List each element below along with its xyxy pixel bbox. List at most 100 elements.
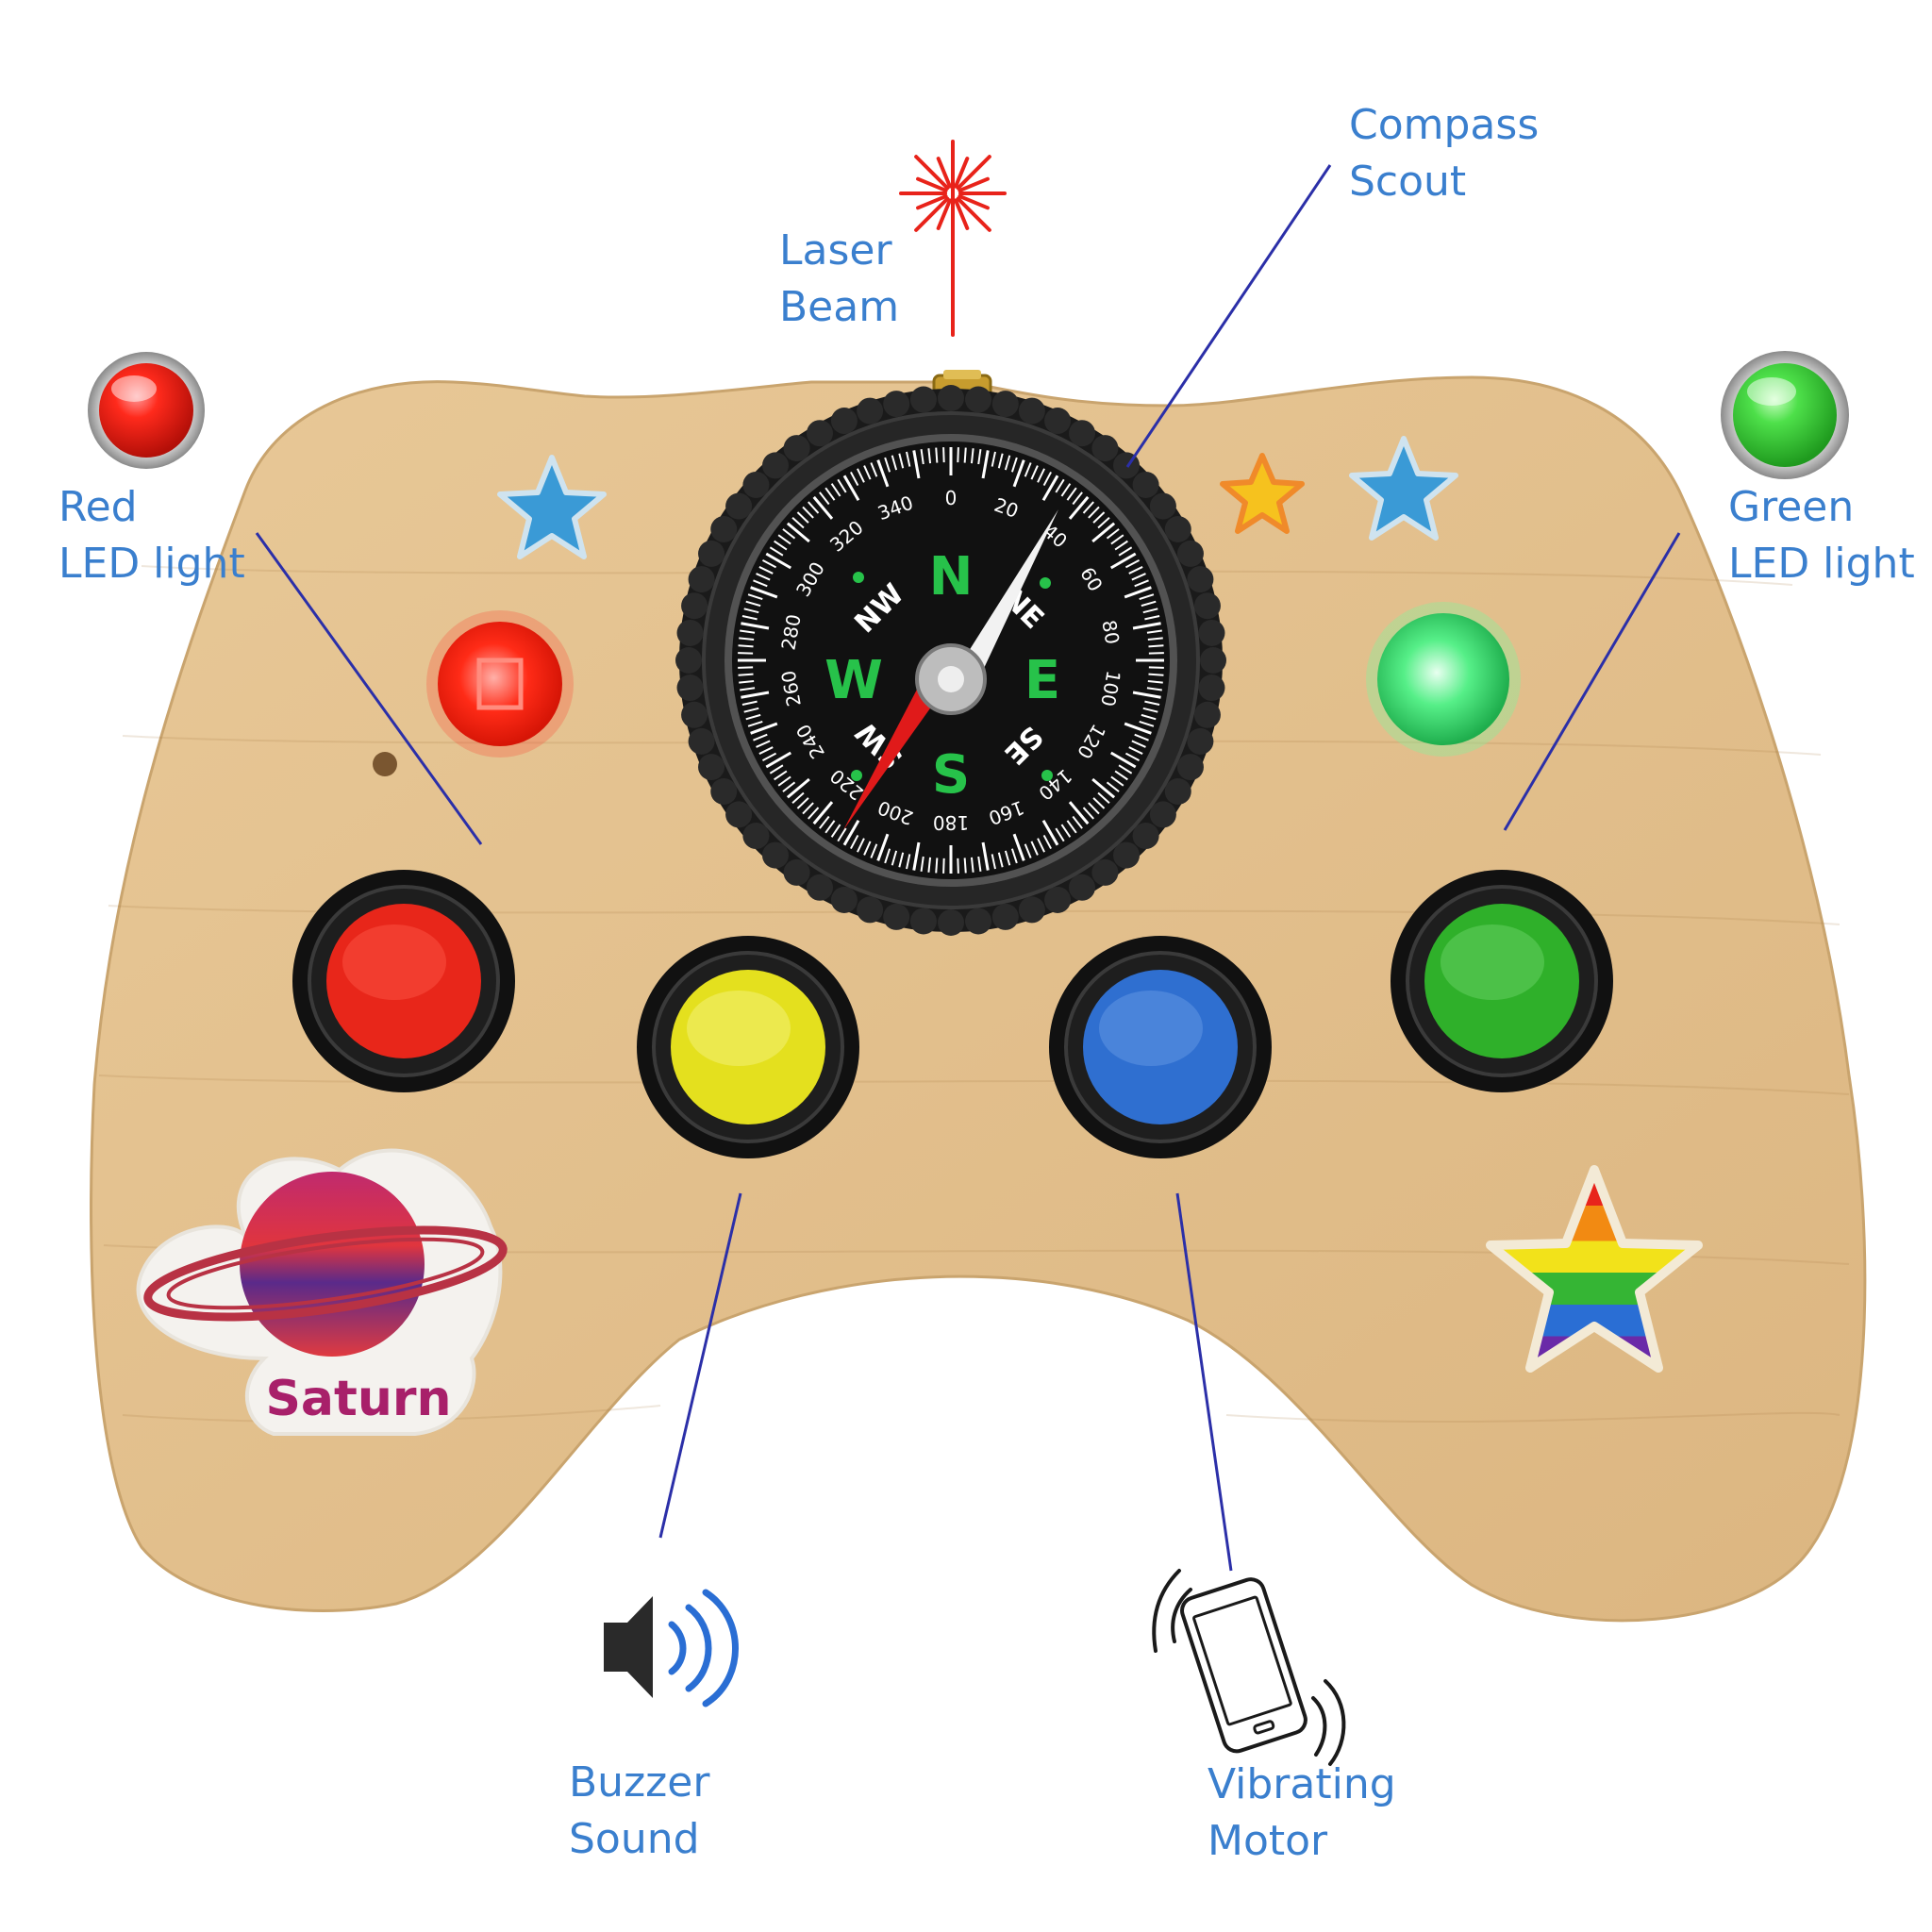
laser-ray: [958, 176, 990, 192]
compass-bezel-tooth: [1149, 801, 1176, 828]
rainbow-star-icon: [1486, 1165, 1703, 1373]
compass-bezel-tooth: [1018, 397, 1045, 425]
compass-bezel-tooth: [1164, 516, 1191, 542]
compass-bezel-tooth: [1091, 435, 1119, 462]
laser-ray: [958, 194, 990, 210]
compass-bezel-tooth: [1200, 647, 1226, 674]
compass-bezel-tooth: [681, 701, 708, 728]
compass-dial-tick: [891, 455, 898, 471]
compass-dial-tick: [1097, 791, 1110, 804]
compass-dial-tick: [1010, 848, 1018, 864]
compass-bezel-tooth: [938, 385, 964, 411]
compass-dial-tick: [1012, 459, 1025, 488]
compass-dial-tick: [1124, 752, 1141, 761]
compass-dial-tick: [1141, 713, 1157, 721]
compass-dial-tick: [761, 752, 777, 761]
red-led-bulb-icon: [88, 352, 205, 469]
green-led-leader-line: [1503, 532, 1681, 831]
compass-needle-north: [951, 509, 1058, 694]
compass-dial-tick: [1147, 637, 1163, 641]
compass-bezel-tooth: [1198, 619, 1225, 646]
compass-bezel-tooth: [1132, 471, 1159, 498]
compass-bezel-tooth: [1069, 874, 1095, 901]
compass-dial-tick: [1088, 506, 1100, 519]
compass-dial-tick: [1146, 687, 1162, 691]
compass-dial-tick: [1134, 733, 1149, 741]
compass-dial-tick: [1114, 770, 1128, 781]
compass-dial-tick: [1088, 802, 1100, 815]
compass-bezel-tooth: [1044, 886, 1072, 913]
laser-ray: [956, 196, 991, 232]
compass-bezel-tooth: [1113, 841, 1141, 869]
compass-dial-tick: [981, 841, 990, 871]
compass-dial-tick: [997, 453, 1004, 469]
compass-dial-tick: [741, 691, 770, 699]
blue-button[interactable]: [1049, 936, 1272, 1158]
compass-bezel-tooth: [710, 516, 738, 542]
compass-dial-tick: [850, 471, 859, 487]
compass-bezel-tooth: [883, 391, 910, 418]
compass-bezel-tooth: [909, 908, 937, 935]
laser-beam-label: Laser Beam: [779, 223, 899, 336]
compass-dial-tick: [1128, 566, 1143, 575]
compass-dial-tick: [1128, 746, 1143, 755]
compass-dial-tick: [1042, 834, 1052, 850]
green-led: [1366, 602, 1521, 757]
compass-dial-tick: [1060, 824, 1072, 838]
compass-dial-tick: [1106, 528, 1120, 540]
compass-bezel-tooth: [909, 386, 937, 413]
compass-dial-tick: [1004, 850, 1011, 866]
compass-bezel-tooth: [1044, 408, 1072, 435]
red-button[interactable]: [292, 870, 515, 1092]
compass-dial-tick: [1012, 833, 1025, 861]
compass-bezel-tooth: [675, 647, 702, 674]
compass-dial-tick: [782, 528, 796, 540]
compass-bezel-tooth: [1176, 540, 1204, 567]
compass-west-label: W: [824, 650, 883, 711]
laser-ray: [914, 155, 950, 191]
compass-dial-tick: [891, 850, 898, 866]
compass-dial-tick: [1068, 801, 1090, 825]
compass-dial-tick: [1106, 781, 1120, 792]
compass-dial-tick: [1091, 777, 1116, 799]
compass-dial-tick: [756, 740, 771, 748]
compass-dial-tick: [857, 838, 865, 853]
compass-dial-tick: [1042, 471, 1052, 487]
laser-beam-icon: [899, 140, 1007, 337]
compass-dial-tick: [1082, 501, 1094, 514]
compass-dial-tick: [743, 608, 759, 614]
compass-dial-tick: [745, 600, 761, 608]
compass-north-label: N: [929, 546, 974, 608]
compass-degree-label: 80: [1097, 619, 1124, 646]
compass-dial-tick: [942, 447, 945, 463]
compass-dial-tick: [750, 722, 778, 735]
compass-dial-tick: [1092, 511, 1106, 524]
compass-dial-tick: [1037, 468, 1045, 483]
compass-dial-tick: [786, 777, 810, 799]
compass-dial-tick: [741, 615, 758, 621]
compass-dial-tick: [782, 781, 796, 792]
red-led-label-line2: LED light: [58, 540, 245, 588]
compass-bezel-tooth: [698, 754, 725, 781]
compass-dial-tick: [1066, 820, 1077, 834]
compass-dial-tick: [837, 478, 847, 493]
compass-dial-tick: [1041, 819, 1059, 846]
compass-dial-tick: [977, 449, 982, 465]
compass-dial-tick: [1148, 644, 1164, 648]
compass-dial-tick: [1124, 586, 1152, 599]
compass-dial-tick: [738, 644, 754, 648]
compass-dial-tick: [1082, 807, 1094, 820]
yellow-button[interactable]: [637, 936, 859, 1158]
laser-ray: [916, 194, 948, 210]
compass-east-label: E: [1024, 650, 1060, 711]
compass-dial-tick: [1004, 455, 1011, 471]
green-button[interactable]: [1391, 870, 1613, 1092]
compass-bezel-tooth: [965, 908, 992, 935]
compass-dial-tick: [796, 797, 809, 809]
compass-dial-tick: [942, 858, 945, 874]
saturn-sticker: Saturn: [136, 1148, 508, 1436]
vibrating-motor-label: Vibrating Motor: [1208, 1757, 1396, 1870]
red-led: [426, 610, 574, 758]
vibrating-phone-icon: [1152, 1569, 1346, 1766]
compass-scout-label-line2: Scout: [1349, 158, 1467, 206]
